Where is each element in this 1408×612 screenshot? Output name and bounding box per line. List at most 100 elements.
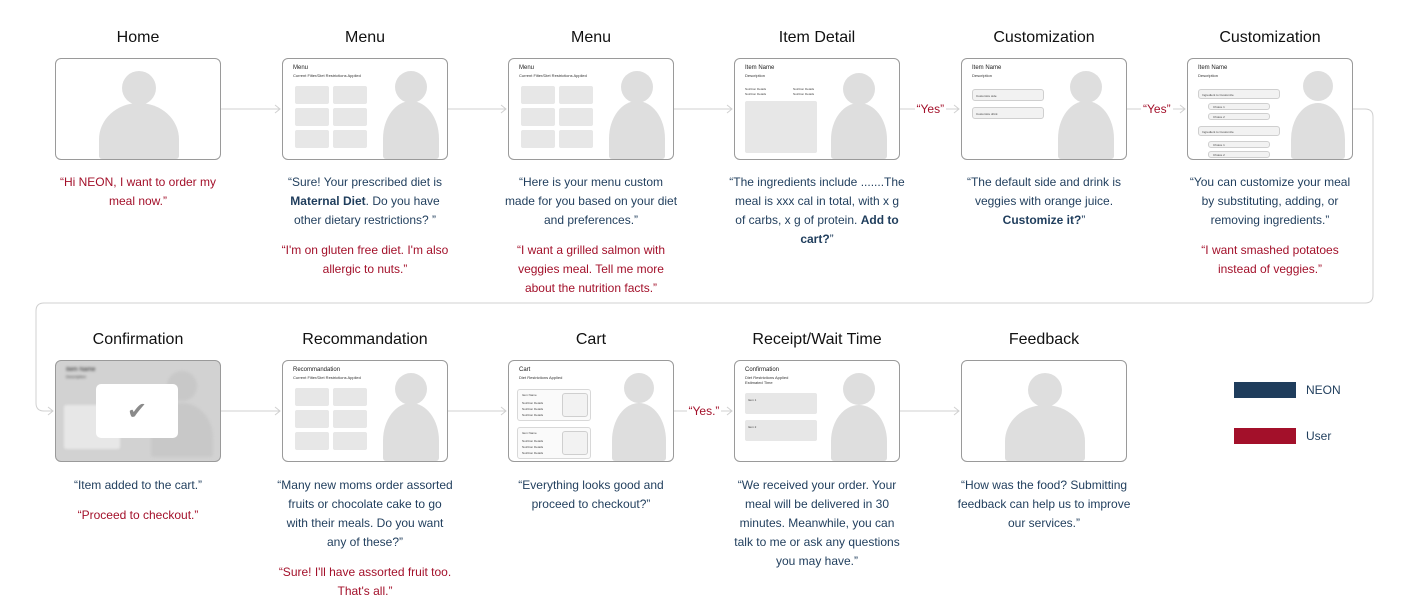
customize-option: Customize drink <box>972 107 1044 119</box>
neon-message-text: ” <box>829 232 834 246</box>
stage-title: Feedback <box>1008 331 1080 348</box>
user-message: “I want smashed potatoes instead of vegg… <box>1201 243 1339 276</box>
customize-option-label: Customize side <box>976 94 997 98</box>
person-body-icon <box>612 403 666 461</box>
menu-tile <box>333 410 367 428</box>
customize-option-label: Customize drink <box>976 112 998 116</box>
person-head-icon <box>122 71 156 105</box>
user-message: “Proceed to checkout.” <box>77 508 199 522</box>
person-body-icon <box>831 103 887 159</box>
nutrition-details-text: Nutrition Details <box>745 92 767 96</box>
neon-message-text: . Do you have other dietary restrictions… <box>293 194 440 227</box>
flow-arrow-head-icon <box>953 406 960 416</box>
screen-title: Recommandation <box>293 367 341 373</box>
choice-option: Choice 1 <box>1208 103 1270 110</box>
menu-tile <box>295 432 329 450</box>
stage-title: Recommandation <box>302 331 428 348</box>
user-message: “Sure! I'll have assorted fruit too. Tha… <box>278 565 452 598</box>
flow-arrow-head-icon <box>953 104 960 114</box>
yes-reply-label: “Yes.” <box>686 404 722 418</box>
person-head-icon <box>621 71 653 103</box>
nutrition-details-text: Nutrition Details <box>793 92 815 96</box>
neon-message-text: “Item added to the cart.” <box>73 478 203 492</box>
person-body-icon <box>609 101 665 159</box>
menu-tile <box>521 86 555 104</box>
neon-message-text: ” <box>1081 213 1086 227</box>
checkmark-icon: ✔ <box>126 397 148 425</box>
flow-arrow-head-icon <box>274 104 281 114</box>
screen-subtitle: Description <box>972 73 993 78</box>
receipt-item: Item 1 <box>745 393 817 414</box>
neon-message: “Everything looks good and proceed to ch… <box>503 476 679 514</box>
person-head-icon <box>843 373 875 405</box>
cart-item-detail: Nutrition Details <box>522 445 544 449</box>
menu-tile <box>295 86 329 104</box>
neon-message: “You can customize your meal by substitu… <box>1182 173 1358 230</box>
choice-label: Choice 1 <box>1213 143 1225 147</box>
yes-reply-label: “Yes” <box>914 102 947 116</box>
person-body-icon <box>383 403 439 461</box>
screen-subtitle: Current Filter/Diet Restrictions Applied <box>293 73 361 78</box>
screen-subtitle: Diet Restrictions Applied <box>519 375 563 380</box>
screen-subtitle: Description <box>745 73 766 78</box>
menu-tile <box>333 86 367 104</box>
cart-item-thumbnail <box>562 393 588 417</box>
cart-item-name: Item Name <box>522 393 537 397</box>
flow-arrow-head-icon <box>274 406 281 416</box>
stage-title: Menu <box>570 29 612 46</box>
neon-message: “Many new moms order assorted fruits or … <box>277 476 453 552</box>
neon-message-text: “Everything looks good and proceed to ch… <box>518 478 664 511</box>
checkmark-card: ✔ <box>96 384 178 438</box>
person-body-icon <box>831 405 887 461</box>
menu-tile <box>333 432 367 450</box>
item-image-placeholder <box>745 101 817 153</box>
legend-swatch <box>1234 428 1296 444</box>
neon-message-emphasis: Customize it? <box>1002 213 1082 227</box>
stage-title: Menu <box>344 29 386 46</box>
person-body-icon <box>383 101 439 159</box>
screen-title: Item Name <box>745 65 775 71</box>
menu-tile <box>559 108 593 126</box>
nutrition-details-text: Nutrition Details <box>793 87 815 91</box>
screen-mockup <box>961 360 1127 462</box>
choice-label: Choice 1 <box>1213 105 1225 109</box>
cart-item-detail: Nutrition Details <box>522 451 544 455</box>
person-head-icon <box>395 71 427 103</box>
screen-subtitle: Description <box>1198 73 1219 78</box>
receipt-item-label: Item 1 <box>748 398 757 402</box>
neon-message: “Sure! Your prescribed diet is Maternal … <box>277 173 453 230</box>
cart-item-detail: Nutrition Details <box>522 407 544 411</box>
choice-option: Choice 1 <box>1208 141 1270 148</box>
stage-title: Item Detail <box>778 29 856 46</box>
customize-option: Customize side <box>972 89 1044 101</box>
flow-arrow-head-icon <box>1179 104 1186 114</box>
nutrition-details-text: Nutrition Details <box>745 87 767 91</box>
wraparound-connector <box>35 108 1374 412</box>
person-head-icon <box>1070 71 1102 103</box>
menu-tile <box>295 108 329 126</box>
person-head-icon <box>1303 71 1333 101</box>
person-head-icon <box>1028 373 1062 407</box>
flow-arrow-head-icon <box>726 406 733 416</box>
ingredient-group: Ingredient to Customize <box>1198 89 1280 99</box>
neon-message: “How was the food? Submitting feedback c… <box>956 476 1132 533</box>
choice-option: Choice 2 <box>1208 113 1270 120</box>
yes-reply-label: “Yes” <box>1141 102 1173 116</box>
legend-label: User <box>1306 429 1332 443</box>
neon-message-emphasis: Add to cart? <box>800 213 899 246</box>
person-body-icon <box>1291 103 1345 159</box>
person-head-icon <box>843 73 875 105</box>
screen-title: Cart <box>519 367 531 373</box>
screen-subtitle: Diet Restrictions Applied <box>745 375 789 380</box>
neon-message: “Item added to the cart.” <box>50 476 226 495</box>
menu-tile <box>333 108 367 126</box>
ingredient-label: Ingredient to Customize <box>1202 93 1234 97</box>
menu-tile <box>295 410 329 428</box>
cart-item-thumbnail <box>562 431 588 455</box>
neon-message-text: “You can customize your meal by substitu… <box>1189 175 1351 227</box>
screen-subtitle-2: Estimated Time <box>745 380 773 385</box>
